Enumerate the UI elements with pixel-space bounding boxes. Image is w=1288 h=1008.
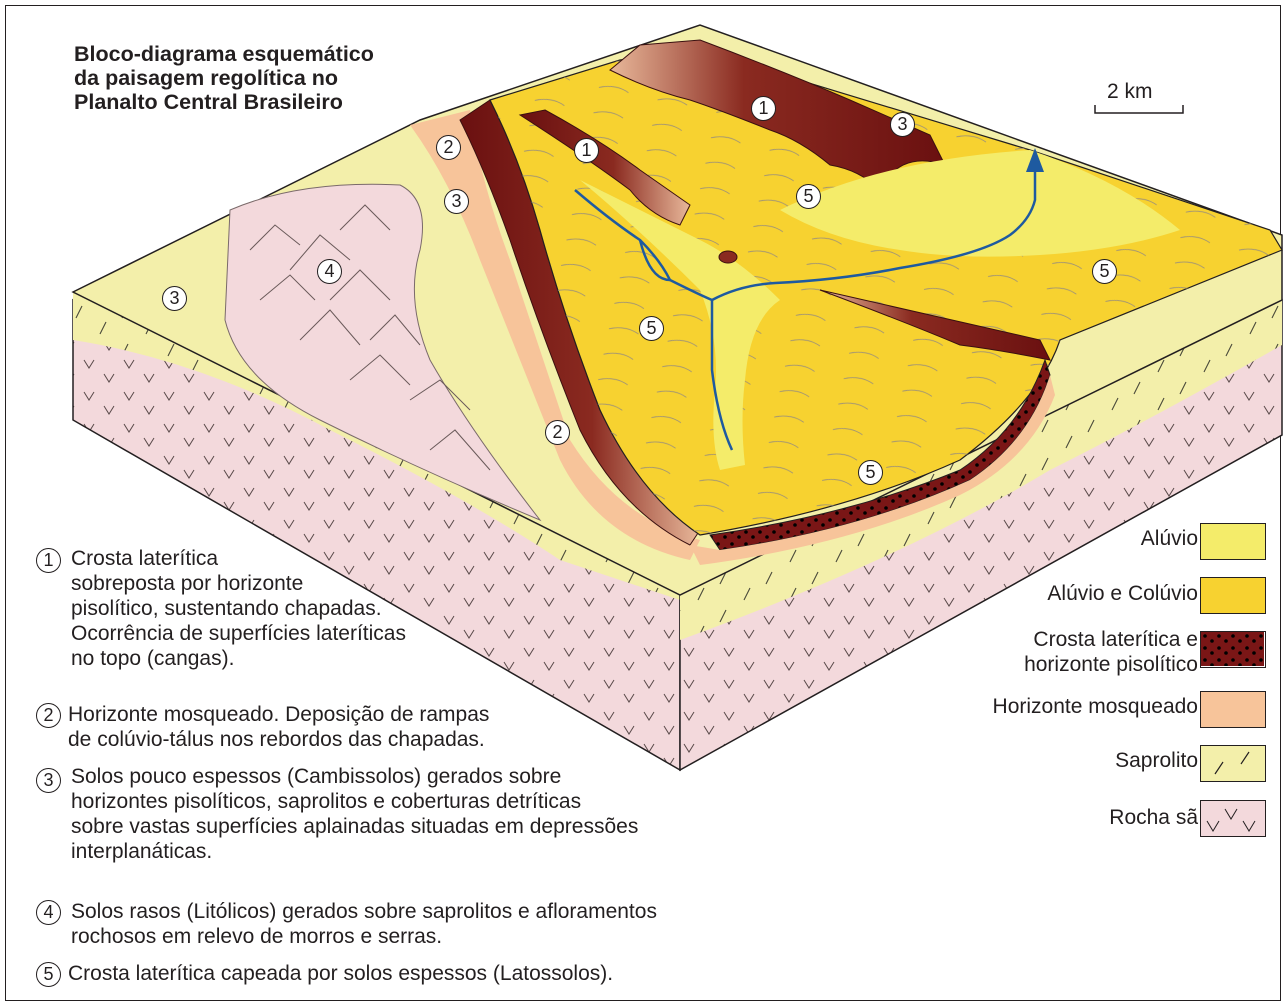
note-line: de colúvio-tálus nos rebordos das chapad… — [68, 727, 489, 752]
note-number: 2 — [36, 703, 61, 728]
scale-label: 2 km — [1107, 80, 1153, 104]
legend-swatch-aluvio — [1200, 523, 1266, 560]
legend-label: Crosta laterítica e horizonte pisolítico — [1024, 627, 1198, 677]
legend-label-line: Crosta laterítica e — [1024, 627, 1198, 652]
map-marker: 3 — [444, 189, 469, 214]
note-number: 4 — [36, 900, 61, 925]
note-line: Solos pouco espessos (Cambissolos) gerad… — [71, 764, 638, 789]
note-number: 3 — [36, 768, 61, 793]
note-line: horizontes pisolíticos, saprolitos e cob… — [71, 789, 638, 814]
note-number: 1 — [36, 548, 61, 573]
legend-swatch-aluvio-coluvio — [1200, 577, 1266, 614]
note-line: rochosos em relevo de morros e serras. — [71, 924, 657, 949]
map-marker: 2 — [436, 135, 461, 160]
legend-label: Rocha sã — [1109, 805, 1198, 830]
title-line: Bloco-diagrama esquemático — [74, 42, 374, 66]
map-marker: 3 — [162, 286, 187, 311]
note-1: Crosta laterítica sobreposta por horizon… — [71, 546, 406, 671]
dots-pattern — [1201, 632, 1264, 666]
map-marker: 1 — [574, 138, 599, 163]
legend-label: Alúvio — [1141, 526, 1198, 551]
legend-label: Alúvio e Colúvio — [1047, 581, 1198, 606]
map-marker: 5 — [1092, 259, 1117, 284]
slash-pattern — [1201, 746, 1264, 780]
note-line: Solos rasos (Litólicos) gerados sobre sa… — [71, 899, 657, 924]
legend-label: Saprolito — [1115, 748, 1198, 773]
small-mound — [719, 251, 737, 263]
note-line: no topo (cangas). — [71, 646, 406, 671]
title-line: Planalto Central Brasileiro — [74, 90, 374, 114]
note-2: Horizonte mosqueado. Deposição de rampas… — [68, 702, 489, 752]
map-marker: 5 — [639, 316, 664, 341]
legend-swatch-crosta — [1200, 631, 1266, 668]
note-line: sobreposta por horizonte — [71, 571, 406, 596]
note-5: Crosta laterítica capeada por solos espe… — [68, 961, 613, 986]
map-marker: 2 — [545, 420, 570, 445]
note-line: sobre vastas superfícies aplainadas situ… — [71, 814, 638, 839]
map-marker: 1 — [751, 96, 776, 121]
title-line: da paisagem regolítica no — [74, 66, 374, 90]
note-line: Ocorrência de superfícies lateríticas — [71, 621, 406, 646]
map-marker: 4 — [317, 259, 342, 284]
note-line: Horizonte mosqueado. Deposição de rampas — [68, 702, 489, 727]
legend-swatch-mosqueado — [1200, 691, 1266, 728]
note-line: interplanáticas. — [71, 839, 638, 864]
map-marker: 5 — [796, 184, 821, 209]
note-4: Solos rasos (Litólicos) gerados sobre sa… — [71, 899, 657, 949]
legend-label: Horizonte mosqueado — [993, 694, 1198, 719]
legend-swatch-rocha — [1200, 800, 1266, 837]
legend-label-line: horizonte pisolítico — [1024, 652, 1198, 677]
note-number: 5 — [36, 962, 61, 987]
map-marker: 5 — [858, 460, 883, 485]
note-line: Crosta laterítica — [71, 546, 406, 571]
note-line: Crosta laterítica capeada por solos espe… — [68, 961, 613, 986]
v-pattern — [1201, 801, 1264, 835]
diagram-title: Bloco-diagrama esquemático da paisagem r… — [74, 42, 374, 114]
map-marker: 3 — [890, 112, 915, 137]
note-line: pisolítico, sustentando chapadas. — [71, 596, 406, 621]
note-3: Solos pouco espessos (Cambissolos) gerad… — [71, 764, 638, 864]
legend-swatch-saprolito — [1200, 745, 1266, 782]
scale-bar — [1095, 105, 1183, 113]
